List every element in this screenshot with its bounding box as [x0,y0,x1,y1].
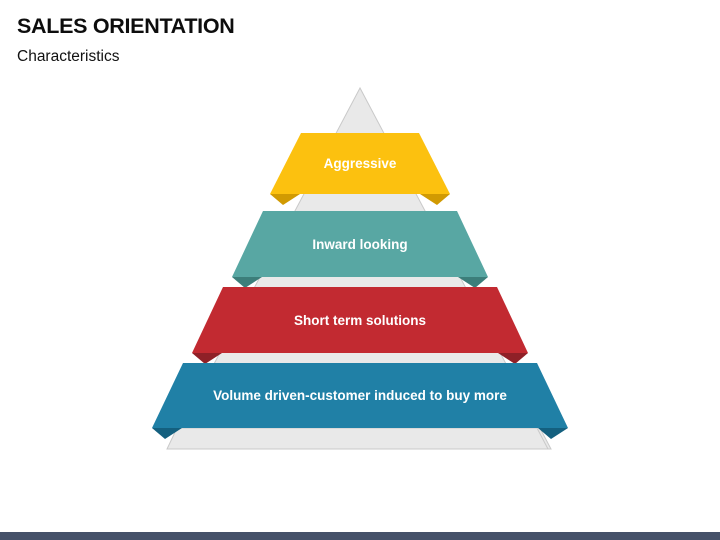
level-1-left-fold [270,194,300,205]
level-1-band [270,133,450,194]
level-2-band [232,211,488,277]
page-title: SALES ORIENTATION [17,14,235,38]
level-4-right-fold [538,428,568,439]
pyramid-level-1: Aggressive [270,133,450,205]
pyramid-level-2: Inward looking [232,211,488,288]
level-1-label: Aggressive [324,156,397,171]
level-3-band [192,287,528,353]
level-4-label: Volume driven-customer induced to buy mo… [213,388,507,403]
level-4-band [152,363,568,428]
pyramid-level-3: Short term solutions [192,287,528,364]
footer-accent-bar [0,531,720,540]
pyramid-level-4: Volume driven-customer induced to buy mo… [152,363,568,439]
page-subtitle: Characteristics [17,48,120,65]
level-4-left-fold [152,428,182,439]
level-3-label: Short term solutions [294,313,426,328]
level-3-right-fold [498,353,528,364]
level-1-right-fold [420,194,450,205]
level-3-left-fold [192,353,222,364]
level-2-left-fold [232,277,262,288]
level-2-label: Inward looking [312,237,407,252]
level-2-right-fold [458,277,488,288]
pyramid-base-slab [167,428,548,449]
